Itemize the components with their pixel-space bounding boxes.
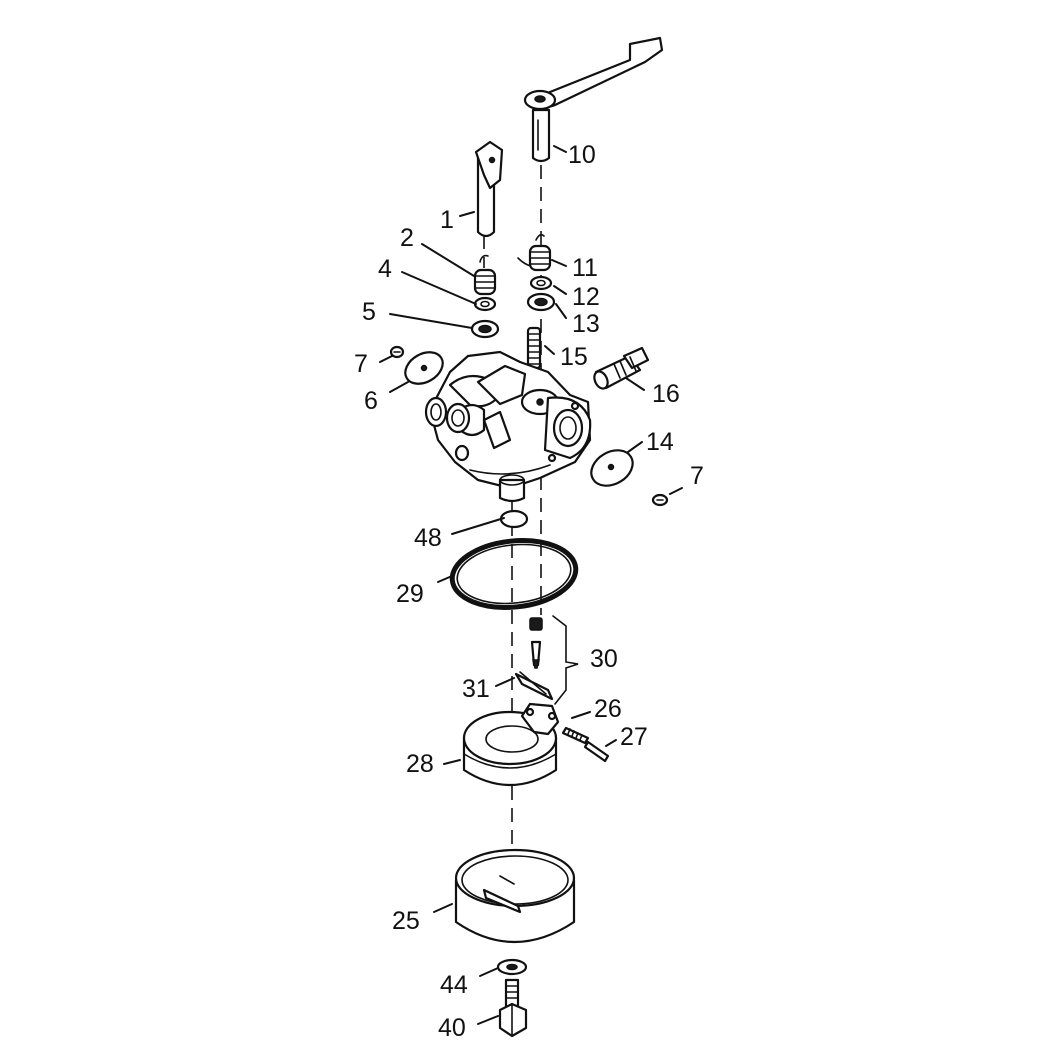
choke-plate [404, 351, 444, 385]
choke-washer [473, 296, 497, 312]
choke-shaft [474, 140, 504, 238]
callout-12: 12 [572, 283, 600, 311]
throttle-lever-shaft [523, 36, 664, 163]
callout-30: 30 [590, 645, 618, 673]
choke-seal [470, 319, 500, 339]
callout-1: 1 [440, 206, 454, 234]
callout-16: 16 [652, 380, 680, 408]
bowl-gasket [449, 538, 579, 610]
callout-14: 14 [646, 428, 674, 456]
callout-5: 5 [362, 298, 376, 326]
float-shaft [583, 740, 610, 763]
throttle-spring [517, 233, 552, 272]
bowl-washer [496, 958, 528, 976]
float-clip [514, 671, 554, 701]
float-shaft-spring [561, 726, 590, 745]
callout-2: 2 [400, 224, 414, 252]
throttle-washer [529, 275, 553, 291]
callout-26: 26 [594, 695, 622, 723]
callout-4: 4 [378, 255, 392, 283]
callout-29: 29 [396, 580, 424, 608]
callout-6: 6 [364, 387, 378, 415]
callout-labels: 10 1 2 11 4 12 5 13 15 7 16 6 14 7 48 29… [354, 141, 704, 1042]
callout-15: 15 [560, 343, 588, 371]
bowl-nut [498, 978, 528, 1038]
idle-speed-screw [526, 326, 542, 370]
callout-28: 28 [406, 750, 434, 778]
choke-spring [473, 254, 497, 296]
callout-13: 13 [572, 310, 600, 338]
callout-leaders [379, 145, 683, 1025]
callout-40: 40 [438, 1014, 466, 1042]
callout-48: 48 [414, 524, 442, 552]
callout-10: 10 [568, 141, 596, 169]
callout-7-right: 7 [690, 462, 704, 490]
float-bowl [454, 848, 576, 944]
fuel-inlet-fitting [593, 346, 650, 390]
needle-bracket [552, 615, 579, 705]
callout-25: 25 [392, 907, 420, 935]
choke-plate-screw [651, 493, 669, 507]
carburetor-float [462, 702, 560, 786]
callout-7-left: 7 [354, 350, 368, 378]
callout-44: 44 [440, 971, 468, 999]
throttle-plate-screw [389, 345, 405, 359]
throttle-seal [526, 292, 556, 312]
inlet-needle-seat [529, 617, 543, 669]
callout-31: 31 [462, 675, 490, 703]
callout-27: 27 [620, 723, 648, 751]
welch-plug [499, 509, 529, 529]
carburetor-body [424, 350, 592, 503]
throttle-plate [590, 449, 634, 487]
callout-11: 11 [572, 254, 598, 282]
